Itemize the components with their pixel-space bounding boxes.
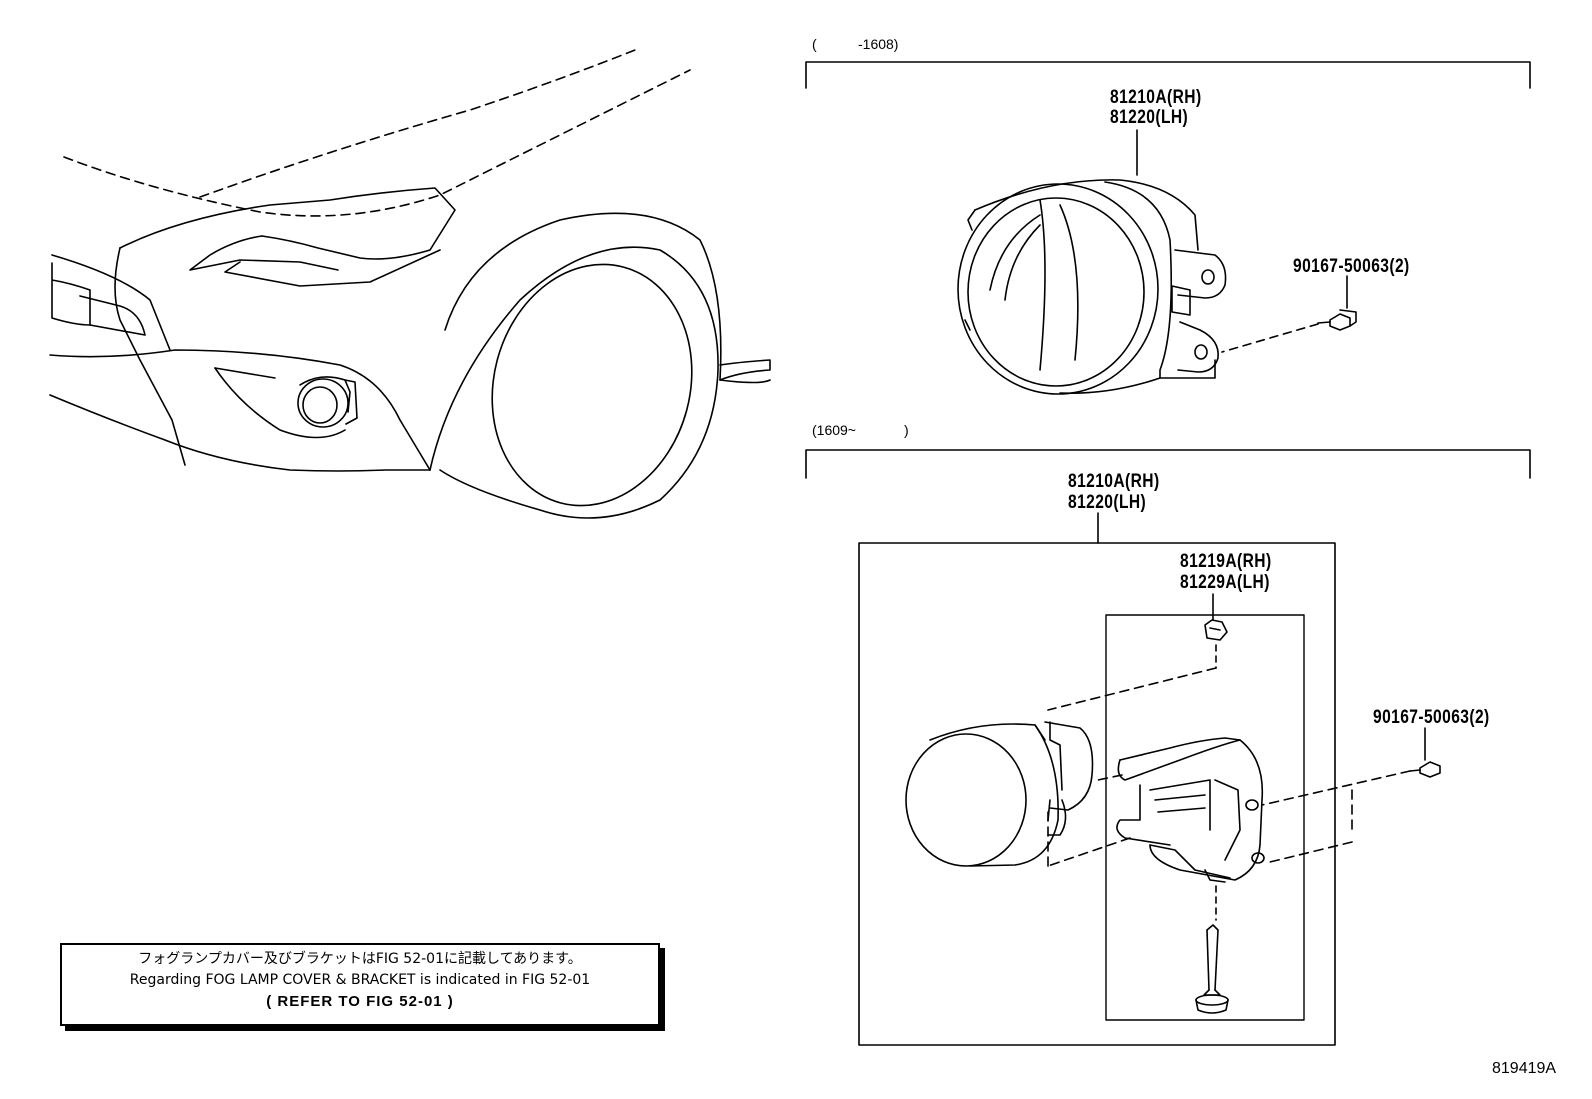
upper-lamp-part-rh: 81210A(RH) xyxy=(1110,87,1202,108)
upper-lamp-part-lh: 81220(LH) xyxy=(1110,107,1189,128)
clip-icon xyxy=(1204,619,1228,641)
lower-lamp-part-lh: 81220(LH) xyxy=(1068,492,1147,513)
lower-assembly-box xyxy=(858,542,1336,1046)
note-refer: ( REFER TO FIG 52-01 ) xyxy=(266,993,454,1010)
upper-section xyxy=(805,61,1531,395)
upper-screw-part: 90167-50063(2) xyxy=(1293,256,1410,277)
alignment-dashes xyxy=(1047,667,1411,867)
upper-fog-lamp-icon xyxy=(957,179,1227,395)
adjuster-screw-icon xyxy=(1195,924,1229,1014)
upper-period-value: -1608) xyxy=(858,36,899,52)
bracket-part-rh: 81219A(RH) xyxy=(1180,551,1272,572)
note-english: Regarding FOG LAMP COVER & BRACKET is in… xyxy=(129,972,591,988)
lower-period-close: ) xyxy=(904,422,909,438)
upper-period-open: ( xyxy=(812,36,817,52)
lower-screw-part: 90167-50063(2) xyxy=(1373,707,1490,728)
bracket-part-lh: 81229A(LH) xyxy=(1180,572,1270,593)
lower-screw-icon xyxy=(1409,761,1441,778)
bracket-subassembly-box xyxy=(1105,614,1305,1021)
reference-note-box: フォグランプカバー及びブラケットはFIG 52-01に記載してあります。 Reg… xyxy=(60,943,660,1026)
upper-bracket-line xyxy=(805,61,1531,89)
lower-lamp-part-rh: 81210A(RH) xyxy=(1068,471,1160,492)
figure-id: 819419A xyxy=(1492,1060,1557,1077)
car-fog-lamp-icon xyxy=(297,378,349,428)
lower-period-value: (1609~ xyxy=(812,422,856,438)
lower-bracket-line xyxy=(805,449,1531,479)
lower-section xyxy=(805,449,1531,1046)
upper-screw-icon xyxy=(1317,309,1357,331)
car-front-illustration xyxy=(49,47,771,519)
lower-fog-lamp-icon xyxy=(905,721,1094,867)
bracket-icon xyxy=(1116,737,1265,883)
note-japanese: フォグランプカバー及びブラケットはFIG 52-01に記載してあります。 xyxy=(138,951,582,967)
